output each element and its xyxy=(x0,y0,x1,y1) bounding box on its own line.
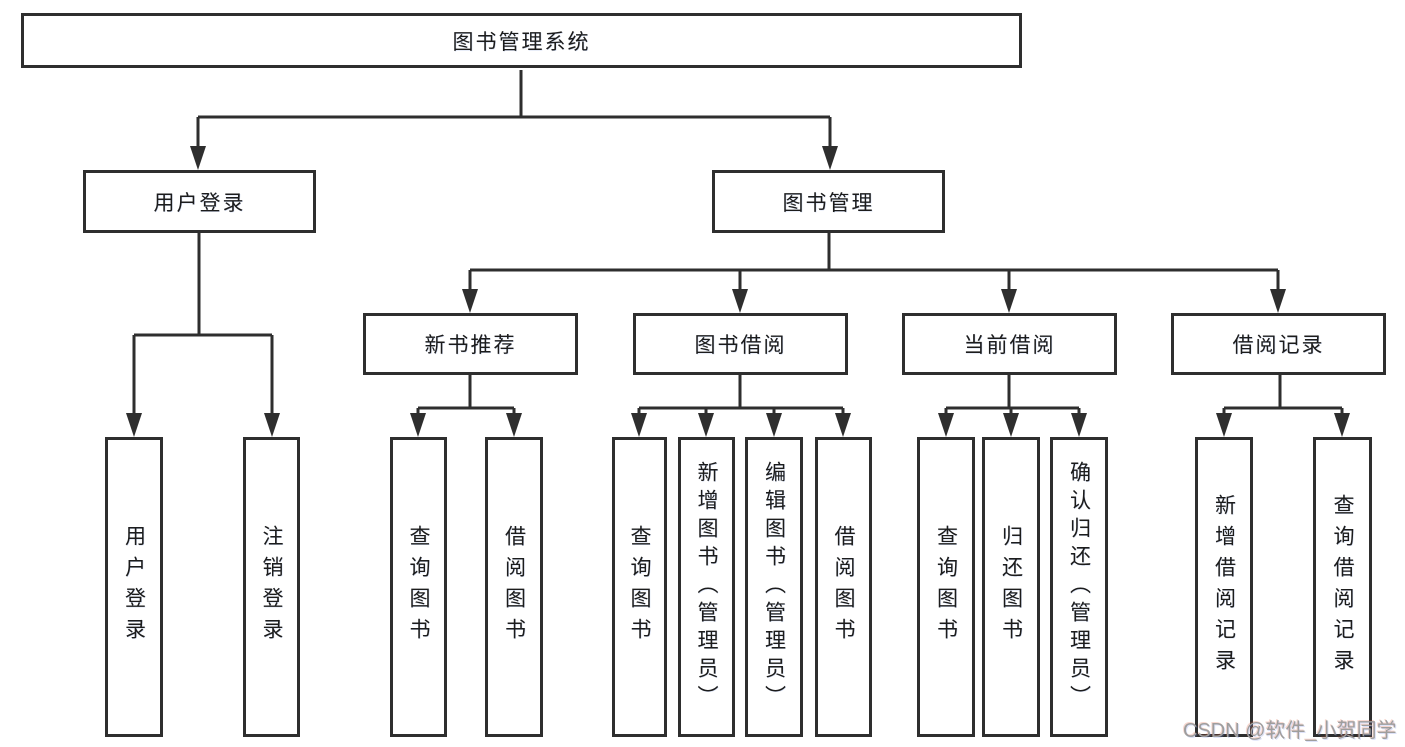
arrowhead-confirm-return-admin xyxy=(1071,413,1087,437)
arrowhead-book-borrowing xyxy=(732,289,748,313)
node-leaf-query-books-1-label: 查询图书 xyxy=(407,525,430,649)
connector-root-to-level2 xyxy=(196,70,832,152)
arrowhead-edit-book-admin xyxy=(766,413,782,437)
arrowhead-leaf-user-login xyxy=(126,413,142,437)
arrowhead-add-book-admin xyxy=(698,413,714,437)
arrowhead-query-borrow-record xyxy=(1334,413,1350,437)
node-current-borrowing-label: 当前借阅 xyxy=(963,334,1056,357)
node-leaf-borrow-books-1-label: 借阅图书 xyxy=(502,525,526,649)
node-borrowing-records-label: 借阅记录 xyxy=(1232,334,1325,357)
node-leaf-query-borrow-record-label: 查询借阅记录 xyxy=(1331,494,1354,680)
node-root: 图书管理系统 xyxy=(21,13,1022,68)
node-leaf-confirm-return-admin: 确认归还（管理员） xyxy=(1050,437,1108,737)
arrowhead-new-book-recommend xyxy=(462,289,478,313)
arrowhead-book-management xyxy=(822,146,838,170)
node-leaf-borrow-books-2-label: 借阅图书 xyxy=(832,525,855,649)
node-user-login-label: 用户登录 xyxy=(153,191,246,215)
arrowhead-borrowing-records xyxy=(1270,289,1286,313)
node-leaf-add-book-admin-label: 新增图书（管理员） xyxy=(695,461,718,713)
connector-new-book-recommend-to-leaves xyxy=(416,375,516,418)
arrowhead-leaf-logout xyxy=(264,413,280,437)
arrowhead-query-books-3 xyxy=(938,413,954,437)
connector-book-borrowing-to-leaves xyxy=(637,375,845,418)
node-leaf-query-books-3: 查询图书 xyxy=(917,437,975,737)
arrowhead-query-books-2 xyxy=(631,413,647,437)
node-leaf-add-book-admin: 新增图书（管理员） xyxy=(678,437,735,737)
node-book-management: 图书管理 xyxy=(712,170,945,233)
watermark: CSDN @软件_小贺同学 xyxy=(1183,720,1397,742)
arrowhead-query-books-1 xyxy=(410,413,426,437)
arrowhead-borrow-books-2 xyxy=(835,413,851,437)
node-leaf-add-borrow-record: 新增借阅记录 xyxy=(1195,437,1253,737)
connector-book-management-to-level3 xyxy=(468,233,1280,294)
node-leaf-logout-label: 注销登录 xyxy=(260,525,283,649)
node-leaf-query-books-2: 查询图书 xyxy=(612,437,667,737)
node-user-login: 用户登录 xyxy=(83,170,316,233)
node-leaf-edit-book-admin-label: 编辑图书（管理员） xyxy=(762,461,786,713)
node-leaf-borrow-books-2: 借阅图书 xyxy=(815,437,872,737)
node-leaf-query-books-1: 查询图书 xyxy=(390,437,447,737)
node-new-book-recommend: 新书推荐 xyxy=(363,313,578,375)
node-leaf-logout: 注销登录 xyxy=(243,437,300,737)
node-new-book-recommend-label: 新书推荐 xyxy=(424,334,517,357)
node-current-borrowing: 当前借阅 xyxy=(902,313,1117,375)
arrowhead-add-borrow-record xyxy=(1216,413,1232,437)
node-leaf-borrow-books-1: 借阅图书 xyxy=(485,437,543,737)
node-root-label: 图书管理系统 xyxy=(452,30,591,54)
node-book-borrowing-label: 图书借阅 xyxy=(694,334,787,357)
node-leaf-add-borrow-record-label: 新增借阅记录 xyxy=(1212,494,1236,680)
node-book-management-label: 图书管理 xyxy=(782,191,875,215)
node-leaf-edit-book-admin: 编辑图书（管理员） xyxy=(745,437,803,737)
connector-borrowing-records-to-leaves xyxy=(1222,375,1344,418)
arrowhead-return-books xyxy=(1003,413,1019,437)
node-leaf-confirm-return-admin-label: 确认归还（管理员） xyxy=(1067,461,1091,713)
arrowhead-user-login xyxy=(190,146,206,170)
node-book-borrowing: 图书借阅 xyxy=(633,313,848,375)
node-borrowing-records: 借阅记录 xyxy=(1171,313,1386,375)
node-leaf-return-books-label: 归还图书 xyxy=(999,525,1023,649)
arrowhead-borrow-books-1 xyxy=(506,413,522,437)
node-leaf-query-books-2-label: 查询图书 xyxy=(628,525,651,649)
arrowhead-current-borrowing xyxy=(1001,289,1017,313)
connector-user-login-to-leaves xyxy=(132,233,274,418)
node-leaf-query-borrow-record: 查询借阅记录 xyxy=(1313,437,1372,737)
node-leaf-query-books-3-label: 查询图书 xyxy=(934,525,958,649)
node-leaf-return-books: 归还图书 xyxy=(982,437,1040,737)
connector-current-borrowing-to-leaves xyxy=(944,375,1081,418)
node-leaf-user-login: 用户登录 xyxy=(105,437,163,737)
node-leaf-user-login-label: 用户登录 xyxy=(122,525,146,649)
